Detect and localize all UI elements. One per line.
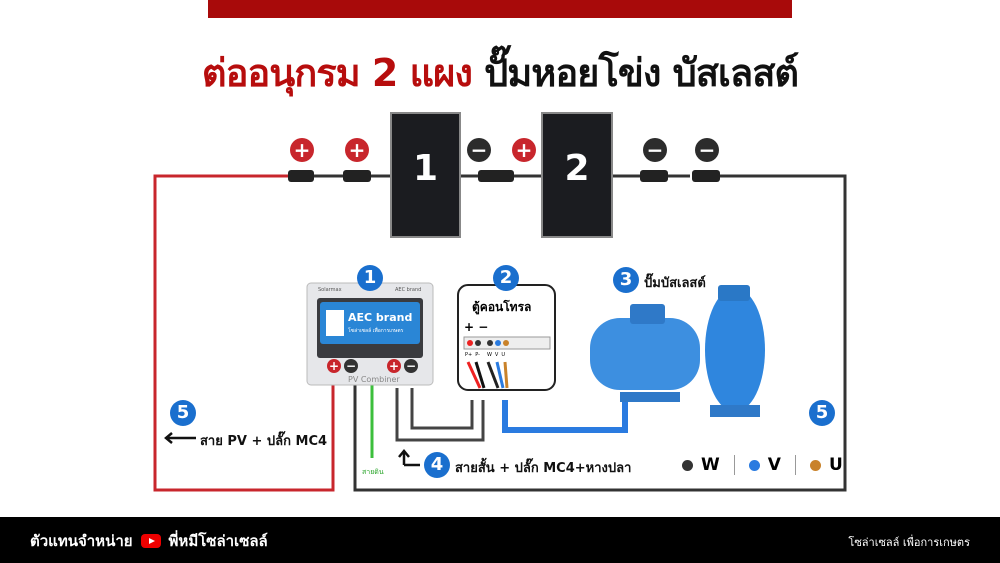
- legend-u: U: [828, 455, 843, 475]
- step-5-badge-left: 5: [170, 400, 196, 426]
- step-3-badge: 3: [613, 267, 639, 293]
- divider: [733, 455, 735, 475]
- plus-icon: +: [387, 359, 401, 373]
- step-4-badge: 4: [424, 452, 450, 478]
- plus-icon: +: [327, 359, 341, 373]
- terminal: P-: [475, 352, 480, 358]
- divider: [794, 455, 796, 475]
- footer: ตัวแทนจำหน่าย พี่หมีโซล่าเซลล์ โซล่าเซลล์…: [0, 517, 1000, 563]
- short-cable-1: [395, 388, 485, 442]
- title-black: ปั๊มหอยโข่ง บัสเลสต์: [484, 51, 799, 95]
- combiner-brand-left: Solarmax: [318, 287, 342, 293]
- youtube-icon: [140, 534, 161, 548]
- terminal: V: [494, 352, 499, 358]
- minus-icon: −: [404, 359, 418, 373]
- combiner-brand-right: AEC brand: [395, 287, 422, 293]
- title-red: ต่ออนุกรม 2 แผง: [201, 51, 473, 95]
- svg-text:+: +: [294, 138, 311, 162]
- combiner-logo-sub: โซล่าเซลล์ เพื่อการเกษตร: [348, 328, 404, 334]
- step-5-badge-right: 5: [809, 400, 835, 426]
- pv-cable-label: สาย PV + ปลั๊ก MC4: [200, 434, 328, 449]
- controller-pm: + −: [464, 320, 489, 334]
- combiner-bottom-label: PV Combiner: [348, 375, 400, 384]
- dealer-label: ตัวแทนจำหน่าย: [30, 532, 133, 550]
- minus-icon: −: [344, 359, 358, 373]
- controller-terminals: P+ P- W V U: [465, 352, 505, 359]
- svg-text:+: +: [349, 138, 366, 162]
- legend-w: W: [701, 455, 720, 475]
- motor-cable: [502, 395, 628, 433]
- step-2-badge: 2: [493, 265, 519, 291]
- svg-text:−: −: [647, 138, 664, 162]
- short-cable-2: [410, 388, 474, 430]
- panel-1-label: 1: [412, 148, 439, 189]
- pv-negative-wire: [353, 174, 847, 492]
- combiner-polarity-2: + −: [387, 359, 418, 373]
- v-dot-icon: [748, 459, 760, 471]
- channel-name: พี่หมีโซล่าเซลล์: [168, 532, 268, 550]
- footer-tagline: โซล่าเซลล์ เพื่อการเกษตร: [848, 536, 970, 549]
- short-cable-label: สายสั้น + ปลั๊ก MC4+หางปลา: [455, 461, 632, 476]
- ground-label: สายดิน: [362, 468, 384, 476]
- svg-text:+: +: [516, 138, 533, 162]
- terminal: P+: [465, 352, 473, 358]
- pump-label: ปั๊มบัสเลสต์: [644, 276, 706, 291]
- terminal: U: [501, 352, 505, 358]
- terminal: W: [486, 352, 492, 358]
- svg-text:−: −: [699, 138, 716, 162]
- pump-illustration: [590, 285, 765, 417]
- legend-v: V: [767, 455, 781, 475]
- combiner-logo: AEC brand: [348, 311, 413, 324]
- page-title: ต่ออนุกรม 2 แผง ปั๊มหอยโข่ง บัสเลสต์: [0, 42, 1000, 103]
- panel-2-label: 2: [564, 148, 590, 189]
- controller-title: ตู้คอนโทรล: [472, 300, 532, 314]
- step-1-badge: 1: [357, 265, 383, 291]
- pv-positive-wire: [153, 174, 335, 492]
- combiner-polarity: + −: [327, 359, 358, 373]
- solar-panel-1: [390, 112, 461, 238]
- u-dot-icon: [809, 459, 821, 471]
- w-dot-icon: [682, 459, 693, 471]
- solar-panel-2: [541, 112, 613, 238]
- wire-color-legend: W V U: [682, 455, 843, 475]
- top-accent-bar: [208, 0, 792, 18]
- svg-text:−: −: [471, 138, 488, 162]
